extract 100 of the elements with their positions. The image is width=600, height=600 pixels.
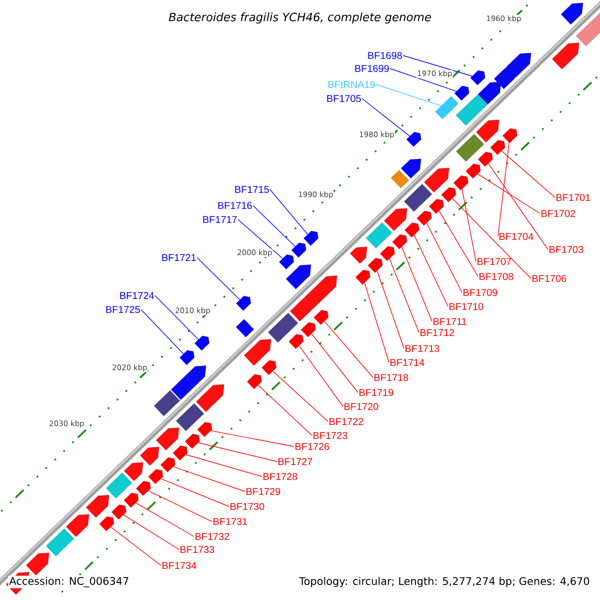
gene-label: BF1730 — [230, 502, 264, 510]
leader-line — [198, 442, 278, 462]
leader-line — [148, 490, 212, 522]
leader-line — [390, 68, 457, 92]
gene-label: BF1721 — [162, 254, 196, 261]
gene-block — [314, 310, 328, 325]
leader-line — [110, 526, 162, 566]
leader-line — [414, 234, 448, 307]
gene-label: BF1719 — [360, 388, 394, 396]
gene-block — [470, 70, 486, 86]
gene-label: BF1720 — [344, 402, 378, 410]
gene-block — [406, 132, 422, 147]
gene-block — [416, 210, 432, 226]
gene-block — [429, 199, 444, 214]
gene-label: BF1734 — [162, 562, 196, 570]
gene-block — [368, 258, 383, 273]
gene-block — [112, 504, 126, 520]
gene-label: BF1724 — [120, 292, 154, 299]
leader-line — [173, 466, 246, 492]
leader-line — [501, 150, 556, 198]
leader-line — [462, 188, 476, 262]
gene-block — [502, 128, 518, 144]
leader-line — [252, 205, 296, 247]
leader-line — [376, 84, 442, 106]
gene-block — [136, 481, 151, 496]
gene-label: BF1715 — [235, 186, 269, 193]
leader-line — [364, 282, 390, 363]
leader-line — [258, 384, 312, 436]
gene-block — [194, 336, 210, 351]
gene-label: BF1711 — [434, 318, 466, 325]
gene-block — [300, 322, 316, 338]
leader-line — [196, 257, 240, 300]
leader-line — [136, 502, 194, 537]
gene-label: BF1713 — [406, 344, 440, 352]
gene-block — [454, 176, 468, 190]
gene-block — [441, 187, 456, 202]
gene-label: BF1714 — [390, 359, 424, 366]
gene-label: BFtRNA19 — [328, 80, 375, 88]
leader-line — [401, 246, 432, 322]
leader-line — [186, 454, 262, 477]
gene-label: BF1706 — [532, 274, 566, 282]
gene-label: BF1716 — [218, 202, 252, 210]
gene-label: BF1728 — [264, 472, 298, 480]
gene-block — [304, 230, 318, 246]
leader-line — [298, 345, 344, 407]
leader-line — [270, 189, 308, 235]
gene-label: BF1709 — [464, 288, 498, 296]
gene-block — [180, 350, 194, 365]
leader-line — [477, 174, 540, 214]
leader-line — [272, 370, 328, 422]
gene-block — [279, 254, 294, 270]
gene-label: BF1705 — [327, 94, 361, 102]
gene-block — [404, 222, 420, 238]
leader-line — [376, 270, 404, 349]
gene-label: BF1717 — [203, 216, 237, 223]
gene-label: BF1699 — [355, 64, 389, 72]
leader-line — [123, 514, 180, 550]
gene-block — [236, 296, 251, 311]
gene-label: BF1725 — [106, 306, 140, 314]
gene-block — [490, 140, 506, 155]
gene-block — [392, 234, 408, 250]
gene-block — [380, 246, 395, 261]
gene-block — [172, 446, 188, 460]
gene-block — [288, 334, 304, 349]
gene-label: BF1732 — [196, 532, 230, 540]
leader-line — [140, 309, 184, 354]
gene-block — [160, 457, 176, 472]
gene-label: BF1726 — [296, 442, 330, 450]
leader-line — [498, 142, 510, 237]
gene-label: BF1710 — [450, 302, 484, 310]
gene-label: BF1707 — [478, 258, 512, 266]
gene-block — [99, 516, 114, 532]
gene-label: BF1703 — [550, 246, 584, 254]
gene-label: BF1708 — [480, 272, 514, 280]
gene-label: BF1712 — [420, 329, 454, 336]
gene-label: BF1722 — [330, 418, 364, 425]
gene-block — [356, 270, 370, 285]
leader-line — [210, 430, 294, 447]
leader-line — [311, 333, 358, 393]
gene-block — [454, 86, 470, 101]
gene-block — [197, 422, 212, 437]
gene-label: BF1704 — [500, 232, 534, 240]
gene-label: BF1729 — [246, 488, 280, 496]
leader-line — [438, 210, 478, 277]
gene-label: BF1731 — [214, 518, 248, 526]
gene-block — [124, 492, 139, 508]
gene-block — [247, 374, 262, 389]
gene-block — [435, 96, 458, 119]
gene-label: BF1733 — [180, 546, 214, 554]
gene-label: BF1718 — [374, 374, 408, 382]
leader-line — [488, 163, 548, 250]
leader-line — [389, 258, 420, 333]
gene-label: BF1698 — [368, 52, 402, 60]
leader-line — [238, 219, 283, 259]
leader-line — [426, 222, 462, 293]
leader-line — [362, 98, 410, 137]
leader-line — [402, 55, 472, 76]
gene-block — [262, 360, 276, 375]
gene-label: BF1701 — [556, 194, 590, 202]
genome-info-text: Topology: circular; Length: 5,277,274 bp; Genes: 4,670 — [298, 576, 591, 588]
